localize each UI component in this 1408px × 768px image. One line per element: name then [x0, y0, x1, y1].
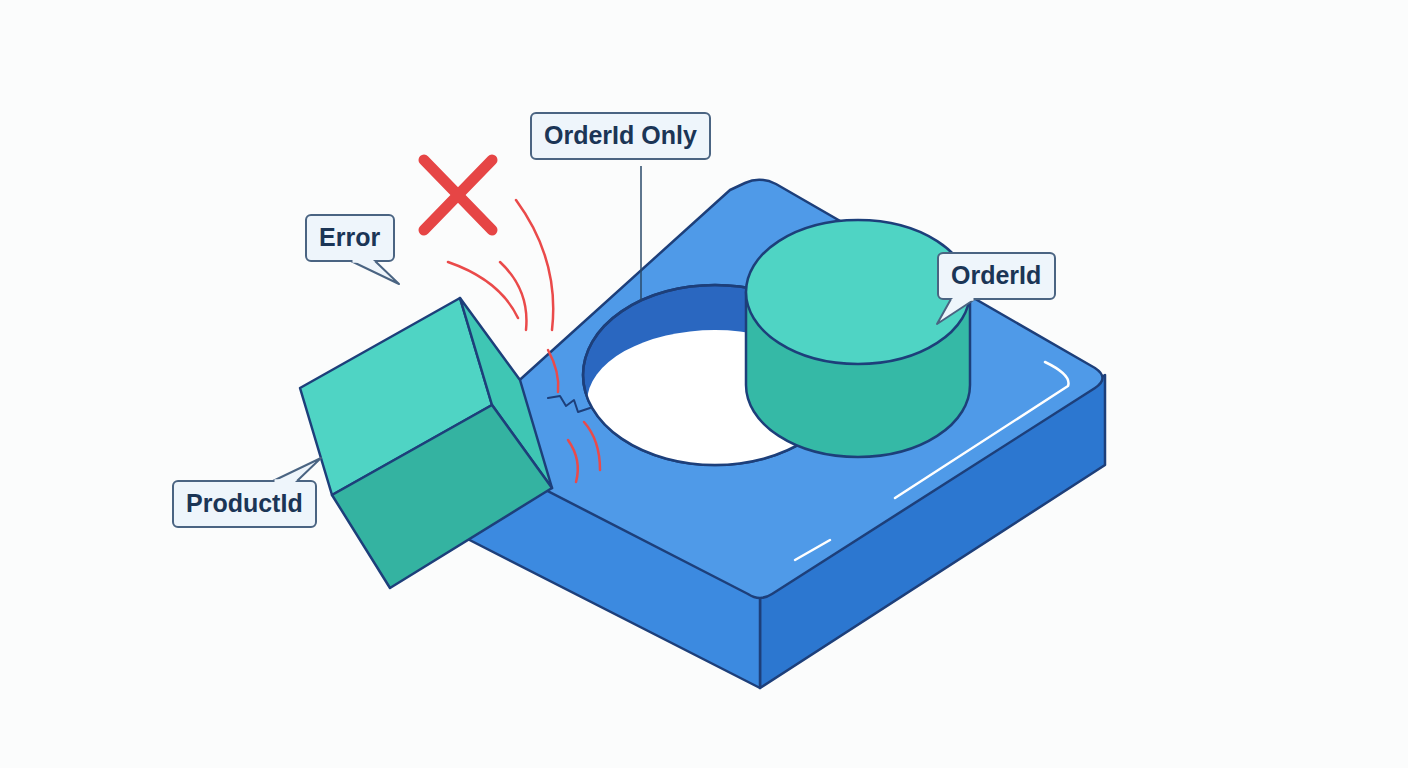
callout-box: OrderId Only [530, 112, 711, 160]
callout-label: OrderId Only [530, 112, 711, 160]
slab-highlight [895, 362, 1069, 498]
callout-label: Error [305, 214, 395, 262]
impact-arcs [448, 200, 600, 482]
leader-line [640, 166, 642, 300]
callout-label: ProductId [172, 480, 317, 528]
cube-face-bottom [332, 405, 552, 588]
callout-box: OrderId [937, 252, 1056, 300]
crack [548, 396, 590, 412]
slab-highlight-dash [795, 540, 830, 560]
callout-label: OrderId [937, 252, 1056, 300]
cylinder-top [746, 220, 970, 364]
error-cross [424, 160, 492, 230]
slab-top [455, 180, 1103, 598]
callout-box: ProductId [172, 480, 317, 528]
callout-box: Error [305, 214, 395, 262]
